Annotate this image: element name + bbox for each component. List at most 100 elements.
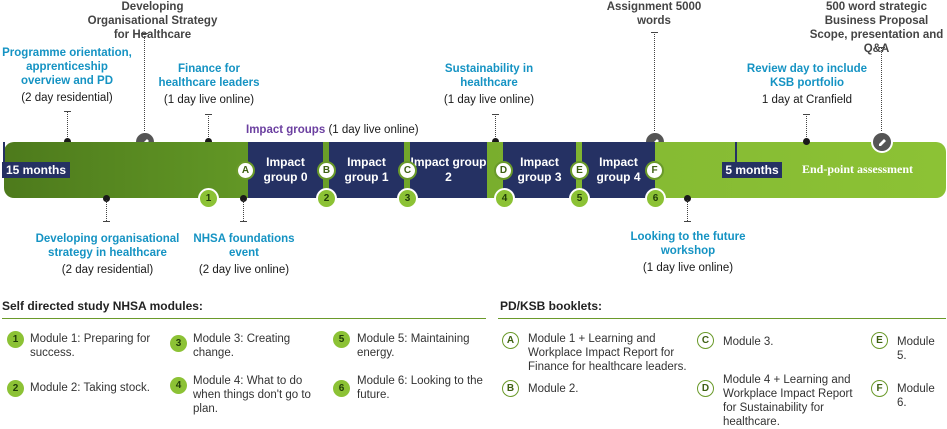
label-nhsa: NHSA foundations event (2 day live onlin… bbox=[188, 232, 300, 277]
duration-15-months: 15 months bbox=[2, 162, 70, 178]
booklet-text-d: Module 4 + Learning and Workplace Impact… bbox=[723, 374, 853, 428]
pencil-icon bbox=[871, 131, 893, 153]
connector-cap bbox=[651, 32, 658, 33]
connector-cap bbox=[64, 111, 71, 112]
module-marker-1: 1 bbox=[198, 188, 219, 209]
module-text-2: Module 2: Taking stock. bbox=[30, 382, 150, 394]
connector-cap bbox=[878, 47, 885, 48]
marker-dot bbox=[205, 138, 212, 145]
modules-divider bbox=[2, 318, 486, 319]
timeline-start-tick bbox=[3, 142, 5, 170]
label-strategy-bottom: Developing organisational strategy in he… bbox=[30, 232, 185, 277]
impact-group-0: Impact group 0 bbox=[248, 142, 323, 198]
module-text-4: Module 4: What to do when things don't g… bbox=[193, 375, 311, 415]
module-marker-3: 3 bbox=[397, 188, 418, 209]
label-finance-sub: (1 day live online) bbox=[163, 94, 255, 106]
module-badge-3: 3 bbox=[170, 335, 187, 352]
booklet-text-c: Module 3. bbox=[723, 336, 774, 348]
booklet-marker-e: E bbox=[570, 161, 589, 180]
marker-dot bbox=[64, 138, 71, 145]
label-nhsa-sub: (2 day live online) bbox=[198, 264, 290, 276]
label-finance-title: Finance for healthcare leaders bbox=[158, 63, 260, 89]
booklet-text-f: Module 6. bbox=[897, 383, 935, 409]
booklet-badge-b: B bbox=[502, 380, 519, 397]
label-review-title: Review day to include KSB portfolio bbox=[746, 63, 868, 89]
label-strategy-top-title: Developing Organisational Strategy for H… bbox=[87, 1, 218, 41]
connector-sustainability bbox=[495, 114, 496, 141]
module-text-3: Module 3: Creating change. bbox=[193, 333, 291, 359]
connector-proposal bbox=[881, 47, 882, 133]
module-badge-4: 4 bbox=[170, 377, 187, 394]
label-impact-groups: Impact groups (1 day live online) bbox=[246, 124, 419, 136]
connector-finance bbox=[208, 114, 209, 141]
label-future-title: Looking to the future workshop bbox=[630, 231, 746, 257]
module-badge-1: 1 bbox=[7, 331, 24, 348]
label-orientation-title: Programme orientation, apprenticeship ov… bbox=[2, 47, 132, 87]
module-marker-5: 5 bbox=[569, 188, 590, 209]
connector-strategy bbox=[106, 200, 107, 221]
marker-dot bbox=[492, 138, 499, 145]
booklets-heading: PD/KSB booklets: bbox=[500, 299, 603, 313]
booklet-badge-c: C bbox=[697, 332, 714, 349]
connector-strategy-top bbox=[144, 33, 145, 133]
booklet-text-a: Module 1 + Learning and Workplace Impact… bbox=[528, 333, 687, 373]
label-assignment: Assignment 5000 words bbox=[604, 0, 704, 28]
label-impact-groups-title: Impact groups bbox=[246, 124, 326, 136]
connector-cap bbox=[803, 114, 810, 115]
booklets-divider bbox=[498, 318, 946, 319]
booklet-marker-d: D bbox=[494, 161, 513, 180]
booklet-marker-b: B bbox=[317, 161, 336, 180]
module-badge-6: 6 bbox=[333, 380, 350, 397]
label-proposal: 500 word strategic Business Proposal Sco… bbox=[806, 0, 947, 56]
label-finance: Finance for healthcare leaders (1 day li… bbox=[150, 62, 268, 107]
connector-cap bbox=[492, 114, 499, 115]
booklet-badge-d: D bbox=[697, 380, 714, 397]
connector-cap bbox=[684, 221, 691, 222]
label-impact-groups-sub: (1 day live online) bbox=[328, 124, 419, 136]
marker-dot bbox=[803, 138, 810, 145]
label-review: Review day to include KSB portfolio 1 da… bbox=[742, 62, 872, 107]
marker-dot bbox=[103, 195, 110, 202]
label-assignment-title: Assignment 5000 words bbox=[606, 1, 702, 27]
booklet-badge-e: E bbox=[871, 332, 888, 349]
connector-review bbox=[806, 114, 807, 141]
connector-future bbox=[687, 200, 688, 221]
label-review-sub: 1 day at Cranfield bbox=[761, 94, 853, 106]
booklet-marker-f: F bbox=[645, 161, 664, 180]
label-sustainability: Sustainability in healthcare (1 day live… bbox=[430, 62, 548, 107]
booklet-badge-f: F bbox=[871, 380, 888, 397]
label-orientation: Programme orientation, apprenticeship ov… bbox=[2, 46, 132, 105]
module-marker-4: 4 bbox=[494, 188, 515, 209]
label-sustainability-title: Sustainability in healthcare bbox=[444, 63, 534, 89]
connector-nhsa bbox=[243, 200, 244, 221]
connector-assignment bbox=[654, 32, 655, 133]
module-text-5: Module 5: Maintaining energy. bbox=[357, 333, 470, 359]
label-future: Looking to the future workshop (1 day li… bbox=[628, 230, 748, 275]
duration-5-months: 5 months bbox=[722, 162, 782, 178]
connector-cap bbox=[240, 221, 247, 222]
impact-group-2: Impact group 2 bbox=[410, 142, 487, 198]
booklet-marker-a: A bbox=[236, 161, 255, 180]
booklet-text-e: Module 5. bbox=[897, 336, 935, 362]
label-future-sub: (1 day live online) bbox=[642, 262, 734, 274]
booklet-badge-a: A bbox=[502, 332, 519, 349]
marker-dot bbox=[684, 195, 691, 202]
label-strategy-bottom-sub: (2 day residential) bbox=[61, 264, 154, 276]
module-text-1: Module 1: Preparing for success. bbox=[30, 333, 151, 359]
label-strategy-top: Developing Organisational Strategy for H… bbox=[80, 0, 225, 42]
label-nhsa-title: NHSA foundations event bbox=[193, 233, 295, 259]
booklet-text-b: Module 2. bbox=[528, 383, 579, 395]
module-badge-5: 5 bbox=[333, 331, 350, 348]
module-text-6: Module 6: Looking to the future. bbox=[357, 375, 483, 401]
label-orientation-sub: (2 day residential) bbox=[21, 92, 113, 104]
end-point-assessment: End-point assessment bbox=[802, 162, 914, 176]
phase-divider-tick bbox=[735, 142, 737, 170]
connector-orientation bbox=[67, 111, 68, 141]
impact-group-4: Impact group 4 bbox=[582, 142, 655, 198]
booklet-marker-c: C bbox=[398, 161, 417, 180]
module-badge-2: 2 bbox=[7, 380, 24, 397]
module-marker-2: 2 bbox=[316, 188, 337, 209]
label-sustainability-sub: (1 day live online) bbox=[443, 94, 535, 106]
impact-group-3: Impact group 3 bbox=[503, 142, 576, 198]
label-proposal-title: 500 word strategic Business Proposal Sco… bbox=[809, 1, 944, 55]
